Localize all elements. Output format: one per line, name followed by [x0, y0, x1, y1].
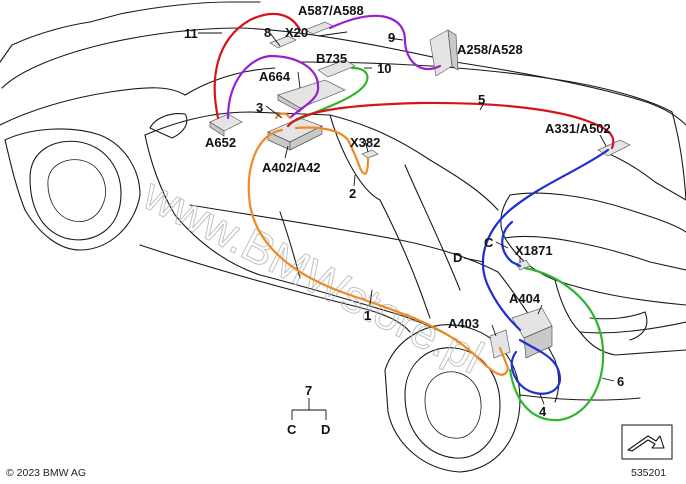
wire-2 [294, 126, 370, 175]
wire-label-4: 4 [539, 404, 547, 419]
label-a258-a528: A258/A528 [457, 42, 523, 57]
wire-C [501, 220, 522, 268]
wire-label-8: 8 [264, 25, 271, 40]
label-x382: X382 [350, 135, 380, 150]
module-a664 [277, 79, 346, 113]
module-b735 [317, 59, 356, 78]
module-x20 [269, 35, 297, 49]
label-x20: X20 [285, 25, 308, 40]
module-a258 [429, 29, 459, 77]
legend-tree: 7 C D [287, 383, 330, 437]
label-a402-a42: A402/A42 [262, 160, 321, 175]
wire-label-10: 10 [377, 61, 391, 76]
label-a403: A403 [448, 316, 479, 331]
legend-left: C [287, 422, 297, 437]
diagram-id: 535201 [631, 467, 666, 479]
module-x1871 [515, 259, 531, 271]
label-x1871: X1871 [515, 243, 553, 258]
wire-4 [510, 338, 562, 395]
wire-label-6: 6 [617, 374, 624, 389]
wire-label-5: 5 [478, 92, 485, 107]
wire-label-11: 11 [184, 26, 198, 41]
car-outline [0, 1, 686, 473]
module-a404 [511, 307, 553, 359]
wire-1 [247, 128, 510, 376]
module-a403 [489, 329, 511, 359]
wire-3 [274, 112, 292, 120]
view-orientation-icon [621, 424, 673, 460]
label-a652: A652 [205, 135, 236, 150]
label-a404: A404 [509, 291, 541, 306]
wire-11 [213, 12, 302, 120]
wire-D [481, 148, 610, 332]
module-x382 [361, 149, 379, 159]
wire-label-C: C [484, 235, 494, 250]
wire-8 [226, 54, 320, 120]
module-a587 [304, 21, 334, 35]
wire-label-3: 3 [256, 100, 263, 115]
copyright: © 2023 BMW AG [6, 467, 86, 479]
wire-9 [328, 14, 442, 71]
wire-label-9: 9 [388, 30, 395, 45]
module-a402 [267, 117, 323, 151]
leader-lines [198, 31, 615, 405]
wire-label-D: D [453, 250, 462, 265]
label-a664: A664 [259, 69, 291, 84]
label-a331-a502: A331/A502 [545, 121, 611, 136]
legend-top: 7 [305, 383, 312, 398]
watermark: www.BMWstore.pl [134, 167, 492, 384]
label-b735: B735 [316, 51, 347, 66]
wire-5 [286, 101, 615, 150]
watermark-text: www.BMWstore.pl [135, 167, 492, 383]
module-a652 [209, 113, 243, 137]
wire-label-1: 1 [364, 308, 371, 323]
wire-6 [508, 266, 605, 422]
label-a587-a588: A587/A588 [298, 3, 364, 18]
wire-label-2: 2 [349, 186, 356, 201]
legend-right: D [321, 422, 330, 437]
